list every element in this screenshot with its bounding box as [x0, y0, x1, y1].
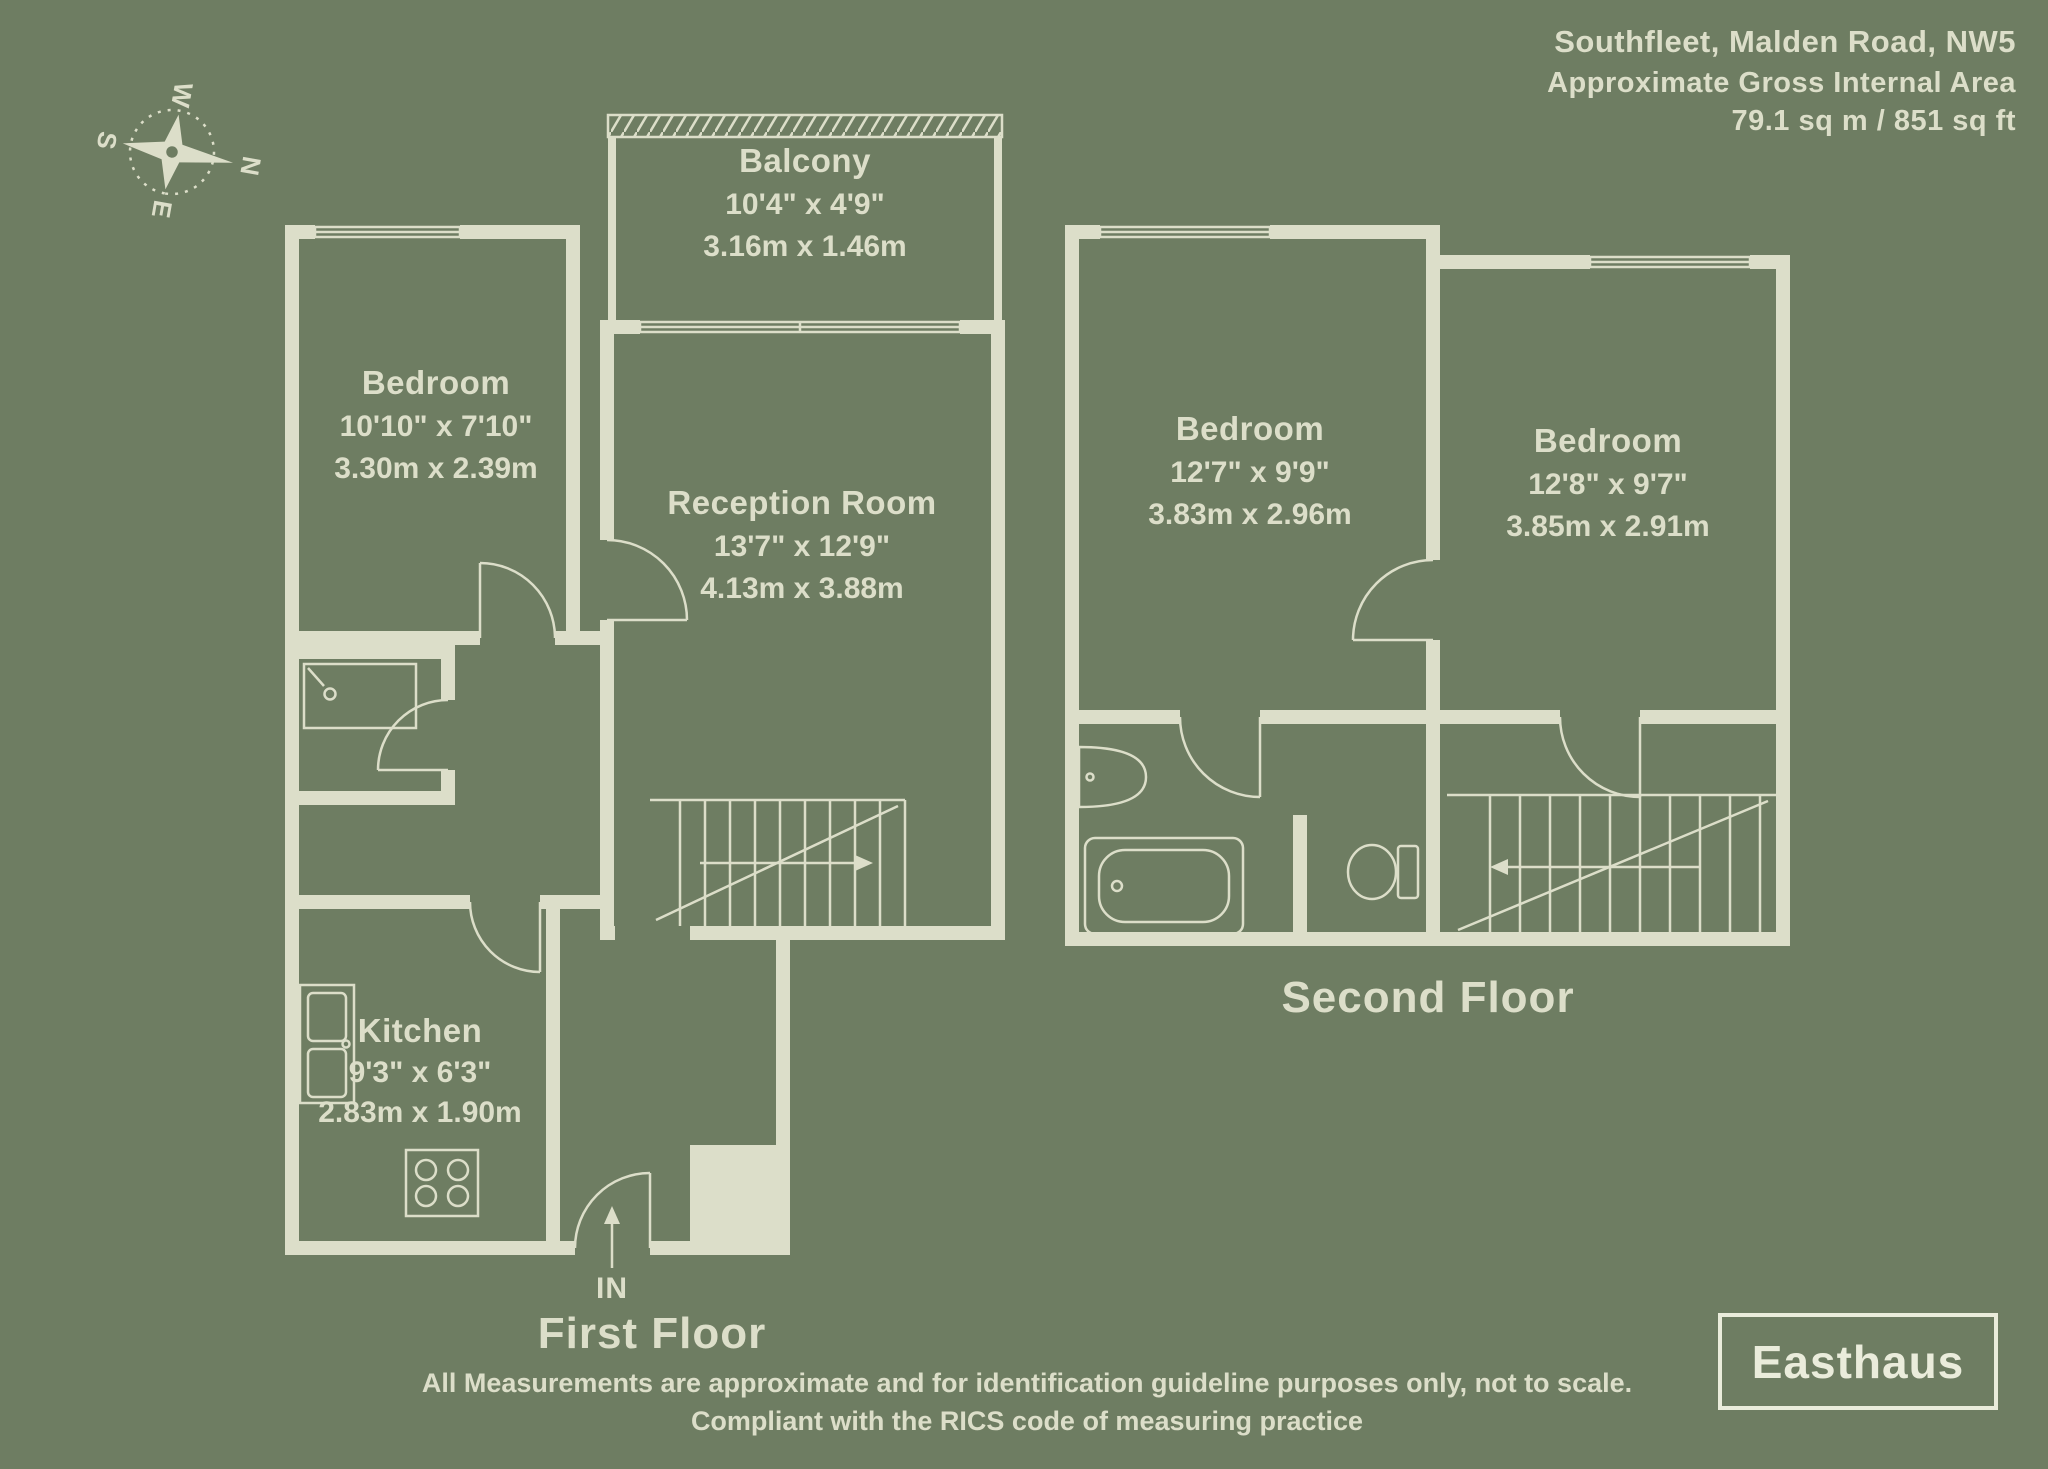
balcony-dim-imperial: 10'4" x 4'9": [725, 188, 885, 221]
first-floor-labels: Balcony 10'4" x 4'9" 3.16m x 1.46m Bedro…: [318, 142, 936, 1358]
landing-wall: [1640, 710, 1790, 724]
property-address: Southfleet, Malden Road, NW5: [1554, 24, 2016, 59]
wall-segment: [573, 631, 607, 645]
toilet-nook-wall: [1293, 815, 1307, 939]
compass-ring: [128, 108, 216, 196]
bathroom-top-wall: [1072, 710, 1180, 724]
bathroom-walls: [285, 645, 455, 805]
compass-rose-icon: N E S W: [91, 80, 267, 220]
entrance-label: IN: [596, 1272, 628, 1305]
bedroom-right-dim-metric: 3.85m x 2.91m: [1506, 510, 1709, 543]
kitchen-name: Kitchen: [358, 1012, 483, 1049]
area-label: Approximate Gross Internal Area: [1547, 67, 2016, 99]
balcony-side-rails: [608, 137, 1002, 320]
entrance-arrow-icon: [604, 1206, 620, 1268]
compass-hub: [163, 143, 181, 161]
bedroom-dim-imperial: 10'10" x 7'10": [340, 410, 533, 443]
brand-logo: Easthaus: [1718, 1313, 1998, 1410]
kitchen-dim-metric: 2.83m x 1.90m: [318, 1096, 521, 1129]
bedroom-door: [478, 561, 557, 639]
header: Southfleet, Malden Road, NW5 Approximate…: [1547, 24, 2016, 137]
bedroom-divider-wall-lower: [1426, 640, 1440, 939]
second-floor-windows: [1098, 225, 1752, 269]
first-floor-windows: [313, 225, 962, 334]
bedroom-dim-metric: 3.30m x 2.39m: [334, 452, 537, 485]
second-floor-title: Second Floor: [1281, 973, 1574, 1022]
staircase-second-floor: [1447, 793, 1776, 939]
wall-segment: [553, 895, 614, 909]
kitchen-dim-imperial: 9'3" x 6'3": [349, 1056, 492, 1089]
reception-hall-door: [606, 538, 689, 622]
toilet-icon: [1346, 843, 1420, 901]
landing-door: [1558, 716, 1642, 799]
compass-north-label: N: [234, 154, 267, 178]
second-floor-labels: Bedroom 12'7" x 9'9" 3.83m x 2.96m Bedro…: [1148, 410, 1709, 1022]
basin-icon: [1077, 745, 1148, 809]
reception-name: Reception Room: [667, 484, 936, 521]
first-floor-openings: [315, 225, 960, 1255]
bedroom-divider-door: [1351, 558, 1434, 642]
entry-core-block: [690, 1145, 790, 1255]
bedroom-right-window: [1588, 255, 1752, 269]
reception-walls: [600, 320, 1005, 940]
bedroom-divider-wall: [1426, 225, 1440, 560]
balcony-name: Balcony: [739, 142, 871, 179]
brand-logo-frame: [1718, 1313, 1998, 1410]
disclaimer: All Measurements are approximate and for…: [422, 1368, 1632, 1436]
compass-west-label: W: [165, 80, 199, 110]
wall-segment: [285, 798, 299, 902]
disclaimer-line-2: Compliant with the RICS code of measurin…: [691, 1406, 1363, 1436]
balcony-dim-metric: 3.16m x 1.46m: [703, 230, 906, 263]
bedroom-name: Bedroom: [362, 364, 510, 401]
balcony-railing-frame: [606, 113, 1004, 139]
first-floor-doors: [376, 538, 689, 1249]
kitchen-door: [468, 901, 542, 974]
hob-icon: [404, 1148, 480, 1218]
bathroom-door-second: [1178, 716, 1262, 799]
area-value: 79.1 sq m / 851 sq ft: [1731, 105, 2016, 137]
second-floor-doors: [1178, 558, 1642, 799]
balcony-railing-hatch: [608, 115, 1002, 137]
balcony-structure: [606, 113, 1004, 320]
bathroom-door: [376, 698, 449, 772]
kitchen-walls: [285, 895, 560, 1255]
hall-wall: [1260, 710, 1560, 724]
disclaimer-line-1: All Measurements are approximate and for…: [422, 1368, 1632, 1398]
bedroom-left-dim-metric: 3.83m x 2.96m: [1148, 498, 1351, 531]
staircase-first-floor: [650, 798, 907, 926]
first-floor-plan: Balcony 10'4" x 4'9" 3.16m x 1.46m Bedro…: [285, 113, 1005, 1358]
bedroom-window: [313, 225, 462, 239]
reception-patio-doors: [638, 320, 962, 334]
bedroom-left-name: Bedroom: [1176, 410, 1324, 447]
bedroom-left-dim-imperial: 12'7" x 9'9": [1170, 456, 1330, 489]
bedroom-right-dim-imperial: 12'8" x 9'7": [1528, 468, 1688, 501]
brand-logo-text: Easthaus: [1752, 1336, 1965, 1388]
first-floor-title: First Floor: [538, 1309, 767, 1358]
shower-icon: [302, 662, 418, 730]
stairs-down-arrow-icon: [1490, 859, 1700, 875]
compass-east-label: E: [146, 198, 179, 220]
entrance-door: [573, 1171, 652, 1249]
second-floor-walls: [1065, 225, 1790, 946]
second-floor-plan: Bedroom 12'7" x 9'9" 3.83m x 2.96m Bedro…: [1065, 225, 1790, 1022]
bedroom-right-name: Bedroom: [1534, 422, 1682, 459]
bedroom-left-window: [1098, 225, 1272, 239]
bathtub-icon: [1083, 836, 1245, 936]
reception-dim-metric: 4.13m x 3.88m: [700, 572, 903, 605]
reception-dim-imperial: 13'7" x 12'9": [714, 530, 890, 563]
compass-south-label: S: [91, 129, 124, 151]
corridor-wall: [776, 933, 790, 1148]
kitchen-sink-icon: [298, 983, 356, 1105]
stairs-up-arrow-icon: [700, 855, 873, 871]
